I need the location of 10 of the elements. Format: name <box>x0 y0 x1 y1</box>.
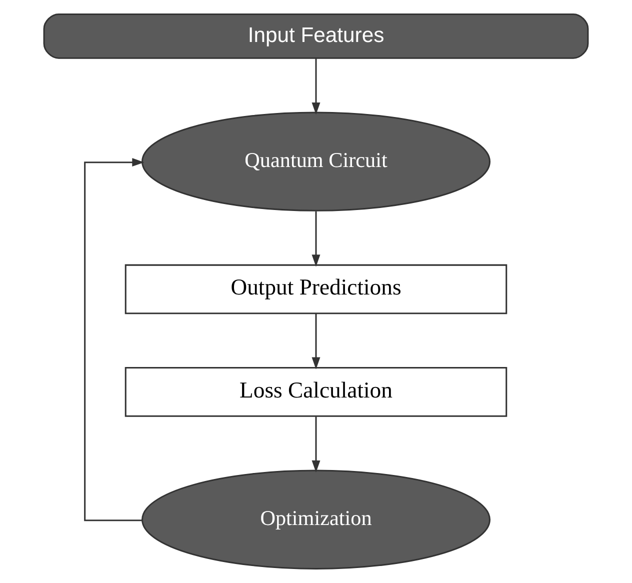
node-box: Output Predictions <box>124 264 508 314</box>
arrow <box>312 314 320 370</box>
node-ellipse: Quantum Circuit <box>142 112 490 212</box>
node-box: Input Features <box>43 14 589 59</box>
node-ellipse: Optimization <box>142 470 490 570</box>
arrow <box>312 58 320 115</box>
arrow <box>84 158 144 522</box>
arrow <box>312 416 320 473</box>
node-box: Loss Calculation <box>124 367 508 417</box>
arrow <box>312 211 320 267</box>
